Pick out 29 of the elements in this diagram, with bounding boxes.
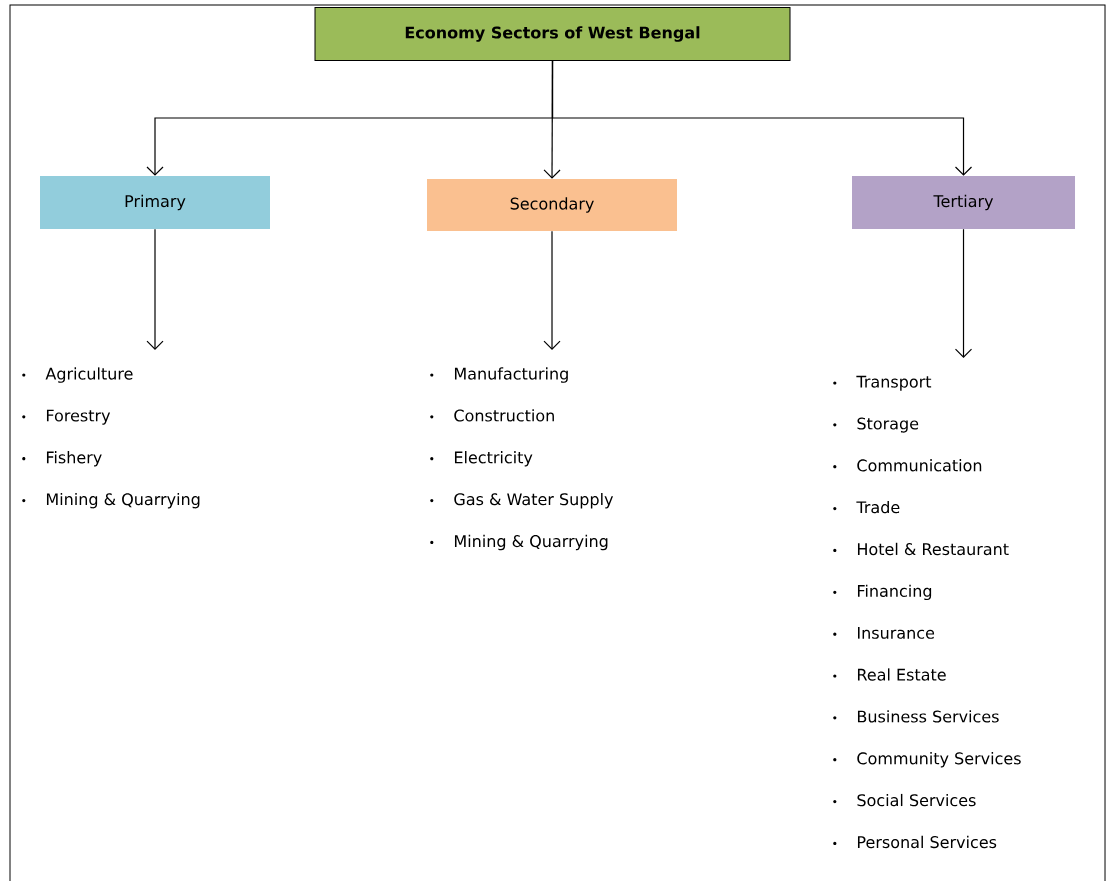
list-item: Community Services [857,752,1021,768]
list-item: Transport [856,375,932,391]
sector-box: Primary [40,176,270,229]
list-item: Electricity [454,451,533,467]
list-item: Gas & Water Supply [454,492,614,509]
title-box: Economy Sectors of West Bengal [314,7,791,61]
list-item: Personal Services [858,835,997,849]
list-item: Fishery [46,451,102,467]
list-item: Construction [454,409,554,422]
list-item: Manufacturing [454,367,568,383]
arrow [551,60,973,176]
list-item: Mining & Quarrying [454,534,608,551]
sector-box: Secondary [427,179,677,231]
sector-box: Tertiary [852,176,1075,229]
list-item: Storage [857,417,919,433]
list-item: Hotel & Restaurant [858,542,1009,556]
list-item: Forestry [46,409,111,425]
list-item: Insurance [858,626,935,639]
list-item: Real Estate [858,668,946,681]
list-item: Communication [857,459,982,472]
arrow [543,230,561,350]
list-item: Trade [856,500,900,514]
list-item: Financing [858,584,932,601]
arrow [954,228,973,358]
list-item: Business Services [858,710,999,723]
list-item: Agriculture [45,367,133,383]
arrow [146,228,164,350]
list-item: Mining & Quarrying [46,492,200,509]
list-item: Social Services [857,793,976,807]
